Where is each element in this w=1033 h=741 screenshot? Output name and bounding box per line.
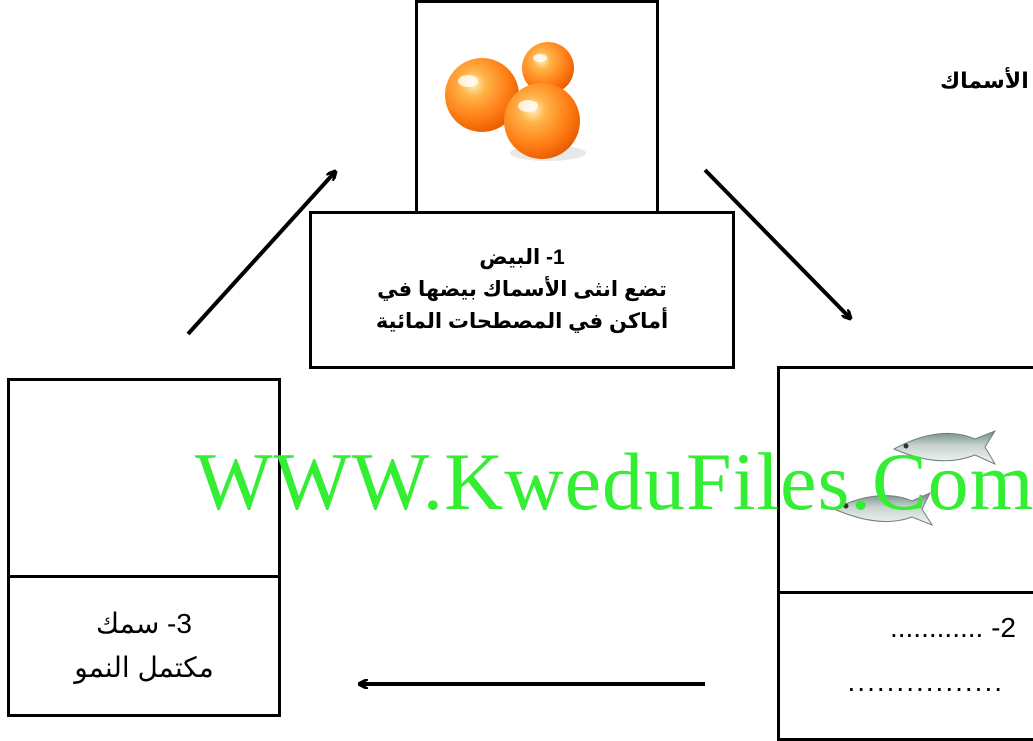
- page-title: الأسماك: [940, 68, 1029, 93]
- arrow-eggs-to-young: [703, 168, 850, 318]
- young-stage-line1: 2- ............: [889, 612, 1016, 643]
- eggs-image-box: [415, 0, 659, 214]
- young-stage-line2: ................: [847, 666, 1004, 697]
- adult-stage-line2: مكتمل النمو: [74, 652, 214, 683]
- eggs-stage-line1: تضع انثى الأسماك بيضها في: [377, 278, 667, 301]
- adult-stage-label: 3- سمك مكتمل النمو: [7, 575, 281, 717]
- fish-1: [892, 429, 997, 466]
- young-image-box: [777, 366, 1033, 594]
- fish-image: [832, 429, 997, 527]
- eggs-stage-label: 1- البيض تضع انثى الأسماك بيضها في أماكن…: [309, 211, 735, 369]
- adult-stage-line1: 3- سمك: [96, 608, 192, 639]
- arrow-adult-to-eggs: [186, 172, 335, 336]
- eggs-stage-title: 1- البيض: [479, 246, 565, 269]
- empty-image-slot: [7, 378, 281, 578]
- egg: [522, 42, 574, 94]
- fish-2: [832, 491, 934, 527]
- fish-eggs-image: [445, 42, 586, 161]
- eggs-stage-line2: أماكن في المصطحات المائية: [375, 310, 669, 333]
